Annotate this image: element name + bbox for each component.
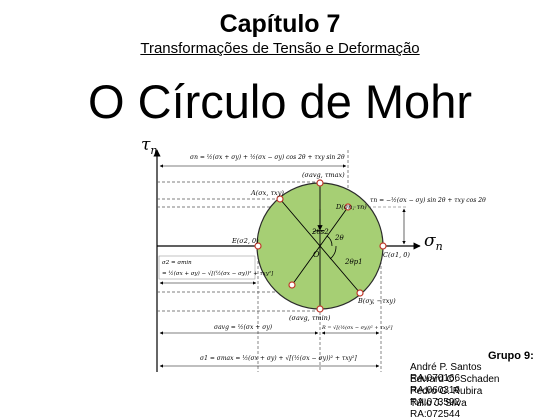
point-lower-left	[288, 281, 296, 289]
member-ra: RA:060316	[410, 385, 461, 396]
point-E	[254, 242, 262, 250]
chapter-title: Capítulo 7	[219, 10, 341, 38]
point-B	[356, 289, 364, 297]
eq-sigma-max: σ1 = σmax = ½(σx + σy) + √[(½(σx − σy))²…	[200, 355, 357, 362]
label-A: A(σx, τxy)	[250, 189, 284, 197]
member-name: André P. Santos	[410, 362, 482, 373]
angle-2theta: 2θ	[334, 234, 344, 242]
member-row: Pedro G. RubiraRA:073592	[410, 386, 550, 408]
eq-sigma-n: σn = ½(σx + σy) + ½(σx − σy) cos 2θ + τx…	[190, 154, 345, 161]
member-ra: RA:070166	[410, 373, 461, 384]
sigma-axis-label: σn	[424, 231, 443, 253]
member-row: Túlio J. SilvaRA:072544	[410, 398, 550, 420]
slide-title: O Círculo de Mohr	[88, 75, 472, 128]
label-top: (σavg, τmax)	[302, 171, 345, 179]
angle-2theta-s2: 2θs2	[311, 228, 329, 236]
member-ra: RA:073592	[410, 397, 461, 408]
label-D: D(σn, τn)	[335, 203, 367, 211]
point-top	[316, 179, 324, 187]
group-title: Grupo 9:	[488, 350, 534, 362]
eq-sigma-min-1: σ2 = σmin	[162, 260, 192, 266]
label-E: E(σ2, 0)	[231, 237, 259, 245]
label-B: B(σy, −τxy)	[357, 297, 396, 305]
member-ra: RA:072544	[410, 409, 461, 420]
member-row: André P. SantosRA:070166	[410, 362, 550, 384]
member-name: Túlio J. Silva	[410, 398, 467, 409]
tau-axis-label: τn	[141, 135, 158, 157]
point-C	[379, 242, 387, 250]
member-row: Edward O. SchadenRA:060316	[410, 374, 550, 396]
eq-sigma-min-2: = ½(σx + σy) − √[(½(σx − σy))² + τxy²]	[162, 270, 274, 277]
chapter-subtitle: Transformações de Tensão e Deformação	[140, 40, 420, 57]
member-name: Pedro G. Rubira	[410, 386, 483, 397]
label-C: C(σ1, 0)	[383, 251, 410, 259]
member-name: Edward O. Schaden	[410, 374, 500, 385]
point-A	[276, 195, 284, 203]
eq-radius: R = √[(½(σx − σy))² + τxy²]	[321, 324, 393, 331]
angle-2theta-p1: 2θp1	[344, 258, 363, 266]
eq-tau-n: τn = −½(σx − σy) sin 2θ + τxy cos 2θ	[370, 197, 486, 204]
label-bottom: (σavg, τmin)	[289, 314, 331, 322]
point-bottom	[316, 305, 324, 313]
label-O: O	[313, 250, 320, 259]
eq-sigma-avg: σavg = ½(σx + σy)	[214, 324, 273, 331]
